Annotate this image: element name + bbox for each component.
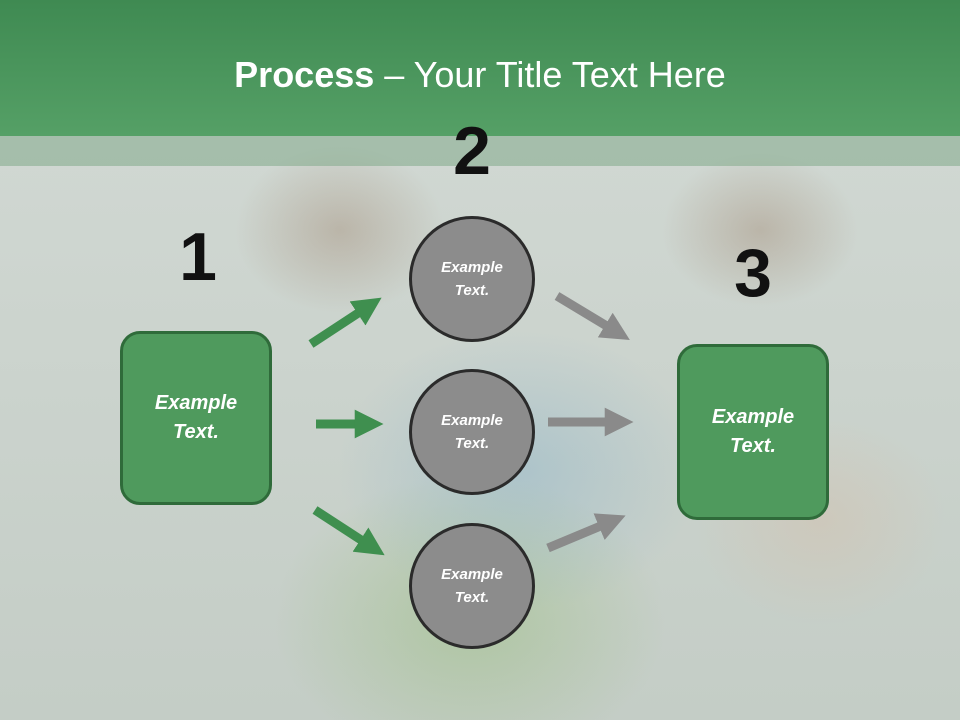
step-number-3: 3 [734,235,772,311]
circle-middle: Example Text. [409,369,535,495]
title-bar [0,0,960,136]
page-title: Process – Your Title Text Here [0,54,960,96]
left-box-line1: Example [154,392,238,414]
left-step-box: Example Text. [120,331,272,505]
circle-top-line2: Text. [454,282,490,299]
title-rest: – Your Title Text Here [374,54,726,95]
arrow-bottom-to-right [546,513,626,553]
circle-bottom-line2: Text. [454,589,490,606]
right-box-line2: Text. [730,435,776,457]
circle-top: Example Text. [409,216,535,342]
right-box-line1: Example [711,406,795,428]
circle-bottom: Example Text. [409,523,535,649]
arrow-left-to-top [308,297,382,348]
arrow-top-to-right [554,292,630,340]
circle-middle-line1: Example [441,412,503,429]
left-box-line2: Text. [173,421,219,443]
step-number-2: 2 [453,113,491,189]
title-bold: Process [234,54,375,95]
circle-middle-line2: Text. [454,435,490,452]
right-step-box: Example Text. [677,344,829,520]
arrow-left-to-bottom [312,506,385,556]
circle-bottom-line1: Example [441,566,503,583]
step-number-1: 1 [179,219,217,295]
circle-top-line1: Example [441,259,503,276]
title-bar-band [0,136,960,166]
